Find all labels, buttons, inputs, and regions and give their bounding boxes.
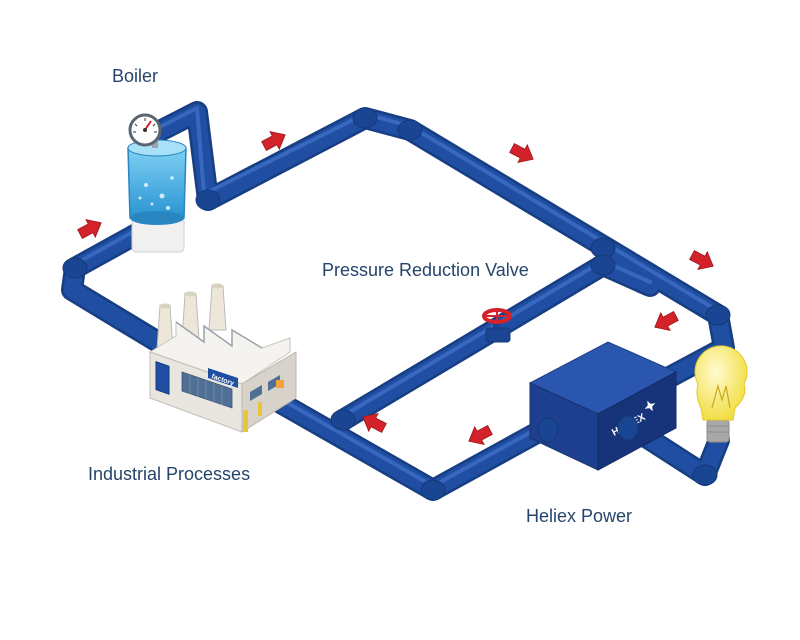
pipe-joint [420, 479, 446, 501]
flow-arrow-icon [261, 130, 286, 151]
pipe-network [61, 101, 735, 501]
flow-arrows [77, 130, 714, 446]
boiler [127, 113, 187, 253]
flow-arrow-icon [77, 218, 102, 239]
pressure-reduction-valve [482, 308, 512, 343]
pipe-joint [195, 189, 221, 211]
hazard-sign-icon [276, 380, 284, 388]
flow-arrow-icon [362, 412, 387, 433]
star-logo-icon [644, 400, 656, 412]
pipe-joint [397, 119, 423, 141]
boiler-bubbles-icon [138, 176, 174, 210]
pipe-joint [590, 254, 616, 276]
label-boiler: Boiler [112, 66, 159, 86]
heliex-power-unit: HELIEX [528, 341, 678, 471]
pipe-joint [692, 464, 718, 486]
factory: factory [148, 283, 297, 433]
flow-arrow-icon [509, 143, 534, 164]
pipe-joint [62, 257, 88, 279]
pipe-joint [705, 304, 731, 326]
pipe-joint [352, 107, 378, 129]
flow-arrow-icon [654, 311, 679, 332]
pressure-gauge-icon [128, 113, 162, 148]
flow-arrow-icon [689, 250, 714, 271]
label-pressure-reduction-valve: Pressure Reduction Valve [322, 260, 529, 280]
label-industrial-processes: Industrial Processes [88, 464, 251, 484]
pipe-joint [330, 409, 356, 431]
label-heliex-power: Heliex Power [526, 506, 633, 526]
flow-arrow-icon [468, 425, 493, 446]
light-bulb-icon [694, 345, 748, 443]
